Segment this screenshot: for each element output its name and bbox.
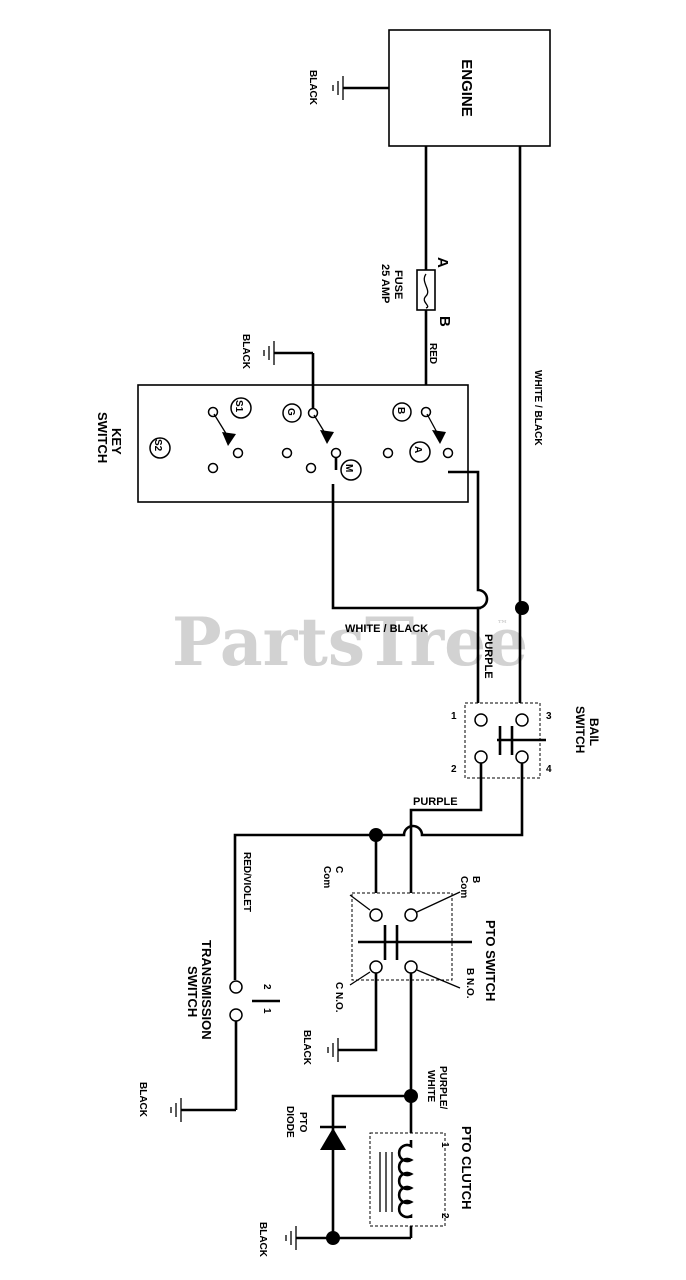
- bail-terminal-2: 2: [451, 764, 457, 775]
- bail-terminal-1: 1: [451, 711, 457, 722]
- trans-ground-icon: [170, 1098, 182, 1122]
- fuse-terminal-a: A: [434, 257, 451, 268]
- engine-ground-icon: [332, 76, 389, 100]
- wire-label-red: RED: [427, 343, 438, 364]
- wire-label-white-black-right: WHITE / BLACK: [532, 370, 543, 446]
- wire-purple-lower: [409, 763, 483, 835]
- wire-label-white-black-mid: WHITE / BLACK: [345, 623, 428, 635]
- pto-switch: [349, 891, 472, 989]
- transmission-switch: [181, 980, 280, 1112]
- trans-terminal-1: 1: [261, 1008, 272, 1014]
- bail-terminal-4: 4: [546, 764, 552, 775]
- wire-label-red-violet: RED/VIOLET: [241, 852, 252, 912]
- bail-terminal-3: 3: [546, 711, 552, 722]
- trans-switch-label-line1: TRANSMISSION: [199, 940, 214, 1040]
- pto-clutch-title: PTO CLUTCH: [459, 1126, 474, 1210]
- wire-label-purple-upper: PURPLE: [482, 634, 494, 679]
- pto-clutch: [369, 1132, 446, 1227]
- key-ground-label: BLACK: [240, 334, 251, 370]
- wire-purple-key: [448, 470, 489, 716]
- engine-label: ENGINE: [458, 59, 475, 117]
- key-terminal-m: M: [343, 464, 354, 472]
- wire-diode: [331, 1094, 411, 1240]
- bail-switch-label-line2: SWITCH: [573, 706, 587, 753]
- wire-red-violet: [233, 833, 376, 980]
- pto-diode-label-line2: DIODE: [284, 1106, 295, 1138]
- junction-white-black: [515, 601, 529, 615]
- key-ground-icon: [263, 341, 315, 408]
- watermark: PartsTree: [172, 603, 528, 681]
- clutch-ground-icon: [285, 1226, 297, 1250]
- engine-ground-label: BLACK: [307, 70, 318, 106]
- trans-terminal-2: 2: [261, 984, 272, 990]
- fuse: [416, 269, 436, 405]
- clutch-terminal-2: 2: [439, 1213, 450, 1219]
- engine: ENGINE: [388, 29, 551, 147]
- clutch-terminal-1: 1: [439, 1142, 450, 1148]
- key-switch: S1 S2 G M B A: [137, 384, 469, 503]
- pto-c-com-line1: C: [333, 866, 344, 873]
- wire-white-black-key: [331, 458, 481, 610]
- pto-b-no-label: B N.O.: [464, 968, 475, 999]
- pto-c-com-line2: Com: [321, 866, 332, 888]
- pto-diode-label-line1: PTO: [297, 1112, 308, 1133]
- pto-c-no-label: C N.O.: [333, 982, 344, 1013]
- fuse-label-line1: FUSE: [392, 270, 404, 299]
- wire-label-purple-lower: PURPLE: [413, 796, 458, 808]
- watermark-tm: ™: [497, 618, 508, 631]
- key-terminal-g: G: [285, 408, 296, 416]
- clutch-ground-label: BLACK: [257, 1222, 268, 1258]
- wire-bail-to-pto: [376, 763, 524, 837]
- pto-ground-label: BLACK: [301, 1030, 312, 1066]
- key-switch-label-line2: SWITCH: [95, 412, 110, 463]
- bail-switch: [464, 702, 546, 779]
- fuse-label-line2: 25 AMP: [379, 264, 391, 303]
- key-terminal-s1: S1: [233, 400, 244, 413]
- key-switch-label-line1: KEY: [109, 428, 124, 455]
- trans-ground-label: BLACK: [137, 1082, 148, 1118]
- fuse-terminal-b: B: [436, 316, 453, 327]
- pto-ground-icon: [327, 1038, 339, 1062]
- wire-label-purple-white-line1: PURPLE/: [437, 1066, 448, 1110]
- key-terminal-s2: S2: [152, 439, 163, 452]
- trans-switch-label-line2: SWITCH: [185, 966, 200, 1017]
- pto-switch-title: PTO SWITCH: [483, 920, 498, 1001]
- wire-label-purple-white-line2: WHITE: [425, 1070, 436, 1103]
- bail-switch-label-line1: BAIL: [587, 718, 601, 746]
- pto-b-com-line2: Com: [458, 876, 469, 898]
- wire-pto-ground: [338, 973, 378, 1052]
- key-terminal-a: A: [412, 446, 423, 453]
- pto-b-com-line1: B: [470, 876, 481, 883]
- pto-diode-icon: [320, 1125, 346, 1150]
- key-terminal-b: B: [395, 407, 406, 414]
